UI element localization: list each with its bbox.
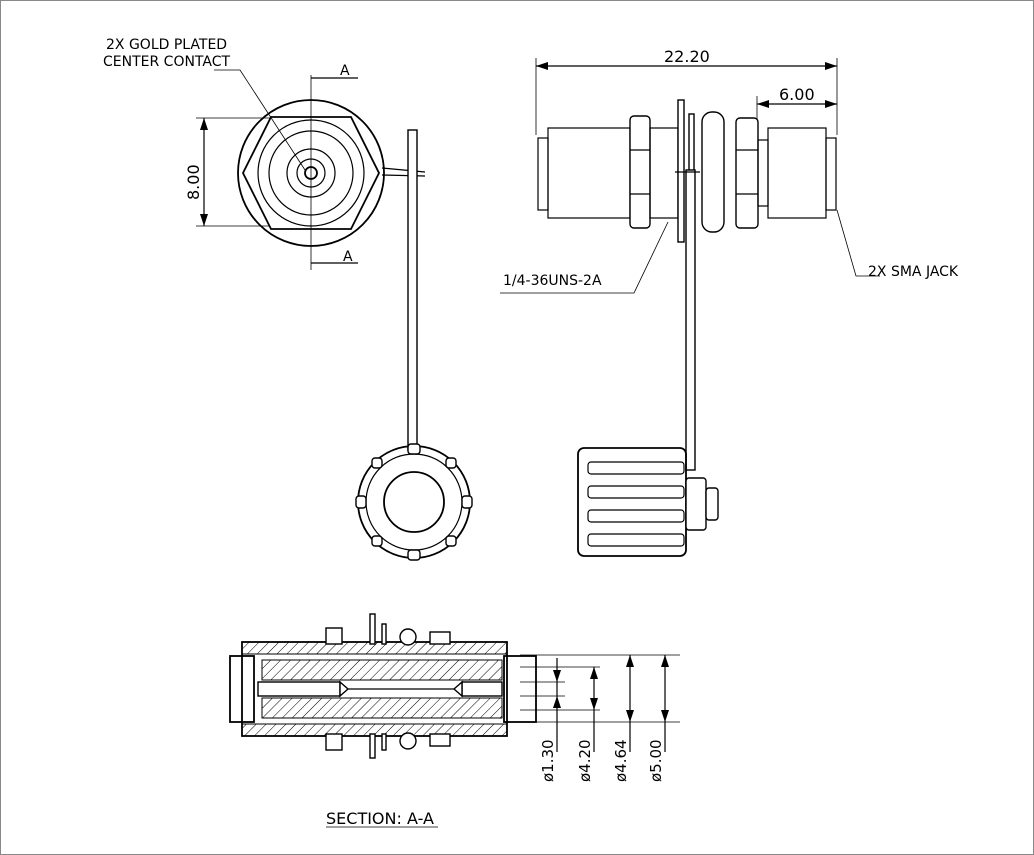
right-end-cap bbox=[825, 137, 837, 211]
strap-tab-b bbox=[381, 174, 426, 177]
leader-thread-spec bbox=[500, 221, 669, 294]
tether-strap-side bbox=[685, 169, 696, 471]
right-hex-nut bbox=[735, 117, 759, 229]
sec-right-end bbox=[503, 655, 537, 723]
leader-sma-jack bbox=[836, 209, 880, 277]
label-gold-contact-1: 2X GOLD PLATED bbox=[106, 37, 227, 53]
panel-washer bbox=[677, 99, 685, 243]
dust-cap-side bbox=[577, 447, 719, 557]
label-dia-2: ø4.20 bbox=[576, 739, 594, 782]
label-dia-1: ø1.30 bbox=[539, 739, 557, 782]
section-view bbox=[229, 613, 680, 828]
label-dia-3: ø4.64 bbox=[612, 739, 630, 782]
label-sma-jack: 2X SMA JACK bbox=[868, 264, 959, 280]
side-view bbox=[500, 58, 880, 557]
label-thread-spec: 1/4-36UNS-2A bbox=[503, 273, 602, 289]
arrow-head-down bbox=[200, 214, 208, 226]
left-end-cap bbox=[537, 137, 549, 211]
cap-inner bbox=[383, 471, 445, 533]
left-thread bbox=[547, 127, 631, 219]
label-dim-length: 22.20 bbox=[664, 47, 710, 66]
right-thread bbox=[767, 127, 827, 219]
tether-strap bbox=[407, 129, 418, 451]
left-hex-nut bbox=[629, 115, 651, 229]
sec-dielectric-bottom bbox=[261, 697, 503, 719]
label-dim-height: 8.00 bbox=[184, 164, 203, 200]
label-section-title: SECTION: A-A bbox=[326, 809, 434, 828]
strap-tab bbox=[381, 167, 426, 173]
label-section-mark-bottom: A bbox=[343, 249, 353, 265]
dust-cap-front bbox=[355, 443, 473, 561]
sec-dielectric-top bbox=[261, 659, 503, 681]
front-view bbox=[196, 69, 426, 451]
sec-contact-right bbox=[461, 681, 503, 697]
hex-nut bbox=[241, 116, 381, 230]
leader-gold-contact bbox=[214, 69, 306, 171]
label-gold-contact-2: CENTER CONTACT bbox=[103, 54, 231, 70]
o-ring bbox=[701, 111, 725, 233]
label-dim-short: 6.00 bbox=[779, 85, 815, 104]
label-section-mark-top: A bbox=[340, 63, 350, 79]
label-dia-4: ø5.00 bbox=[647, 739, 665, 782]
cap-knurls bbox=[355, 443, 473, 561]
middle-thread bbox=[649, 127, 679, 219]
sec-contact-left bbox=[257, 681, 341, 697]
arrow-head-up bbox=[200, 118, 208, 130]
